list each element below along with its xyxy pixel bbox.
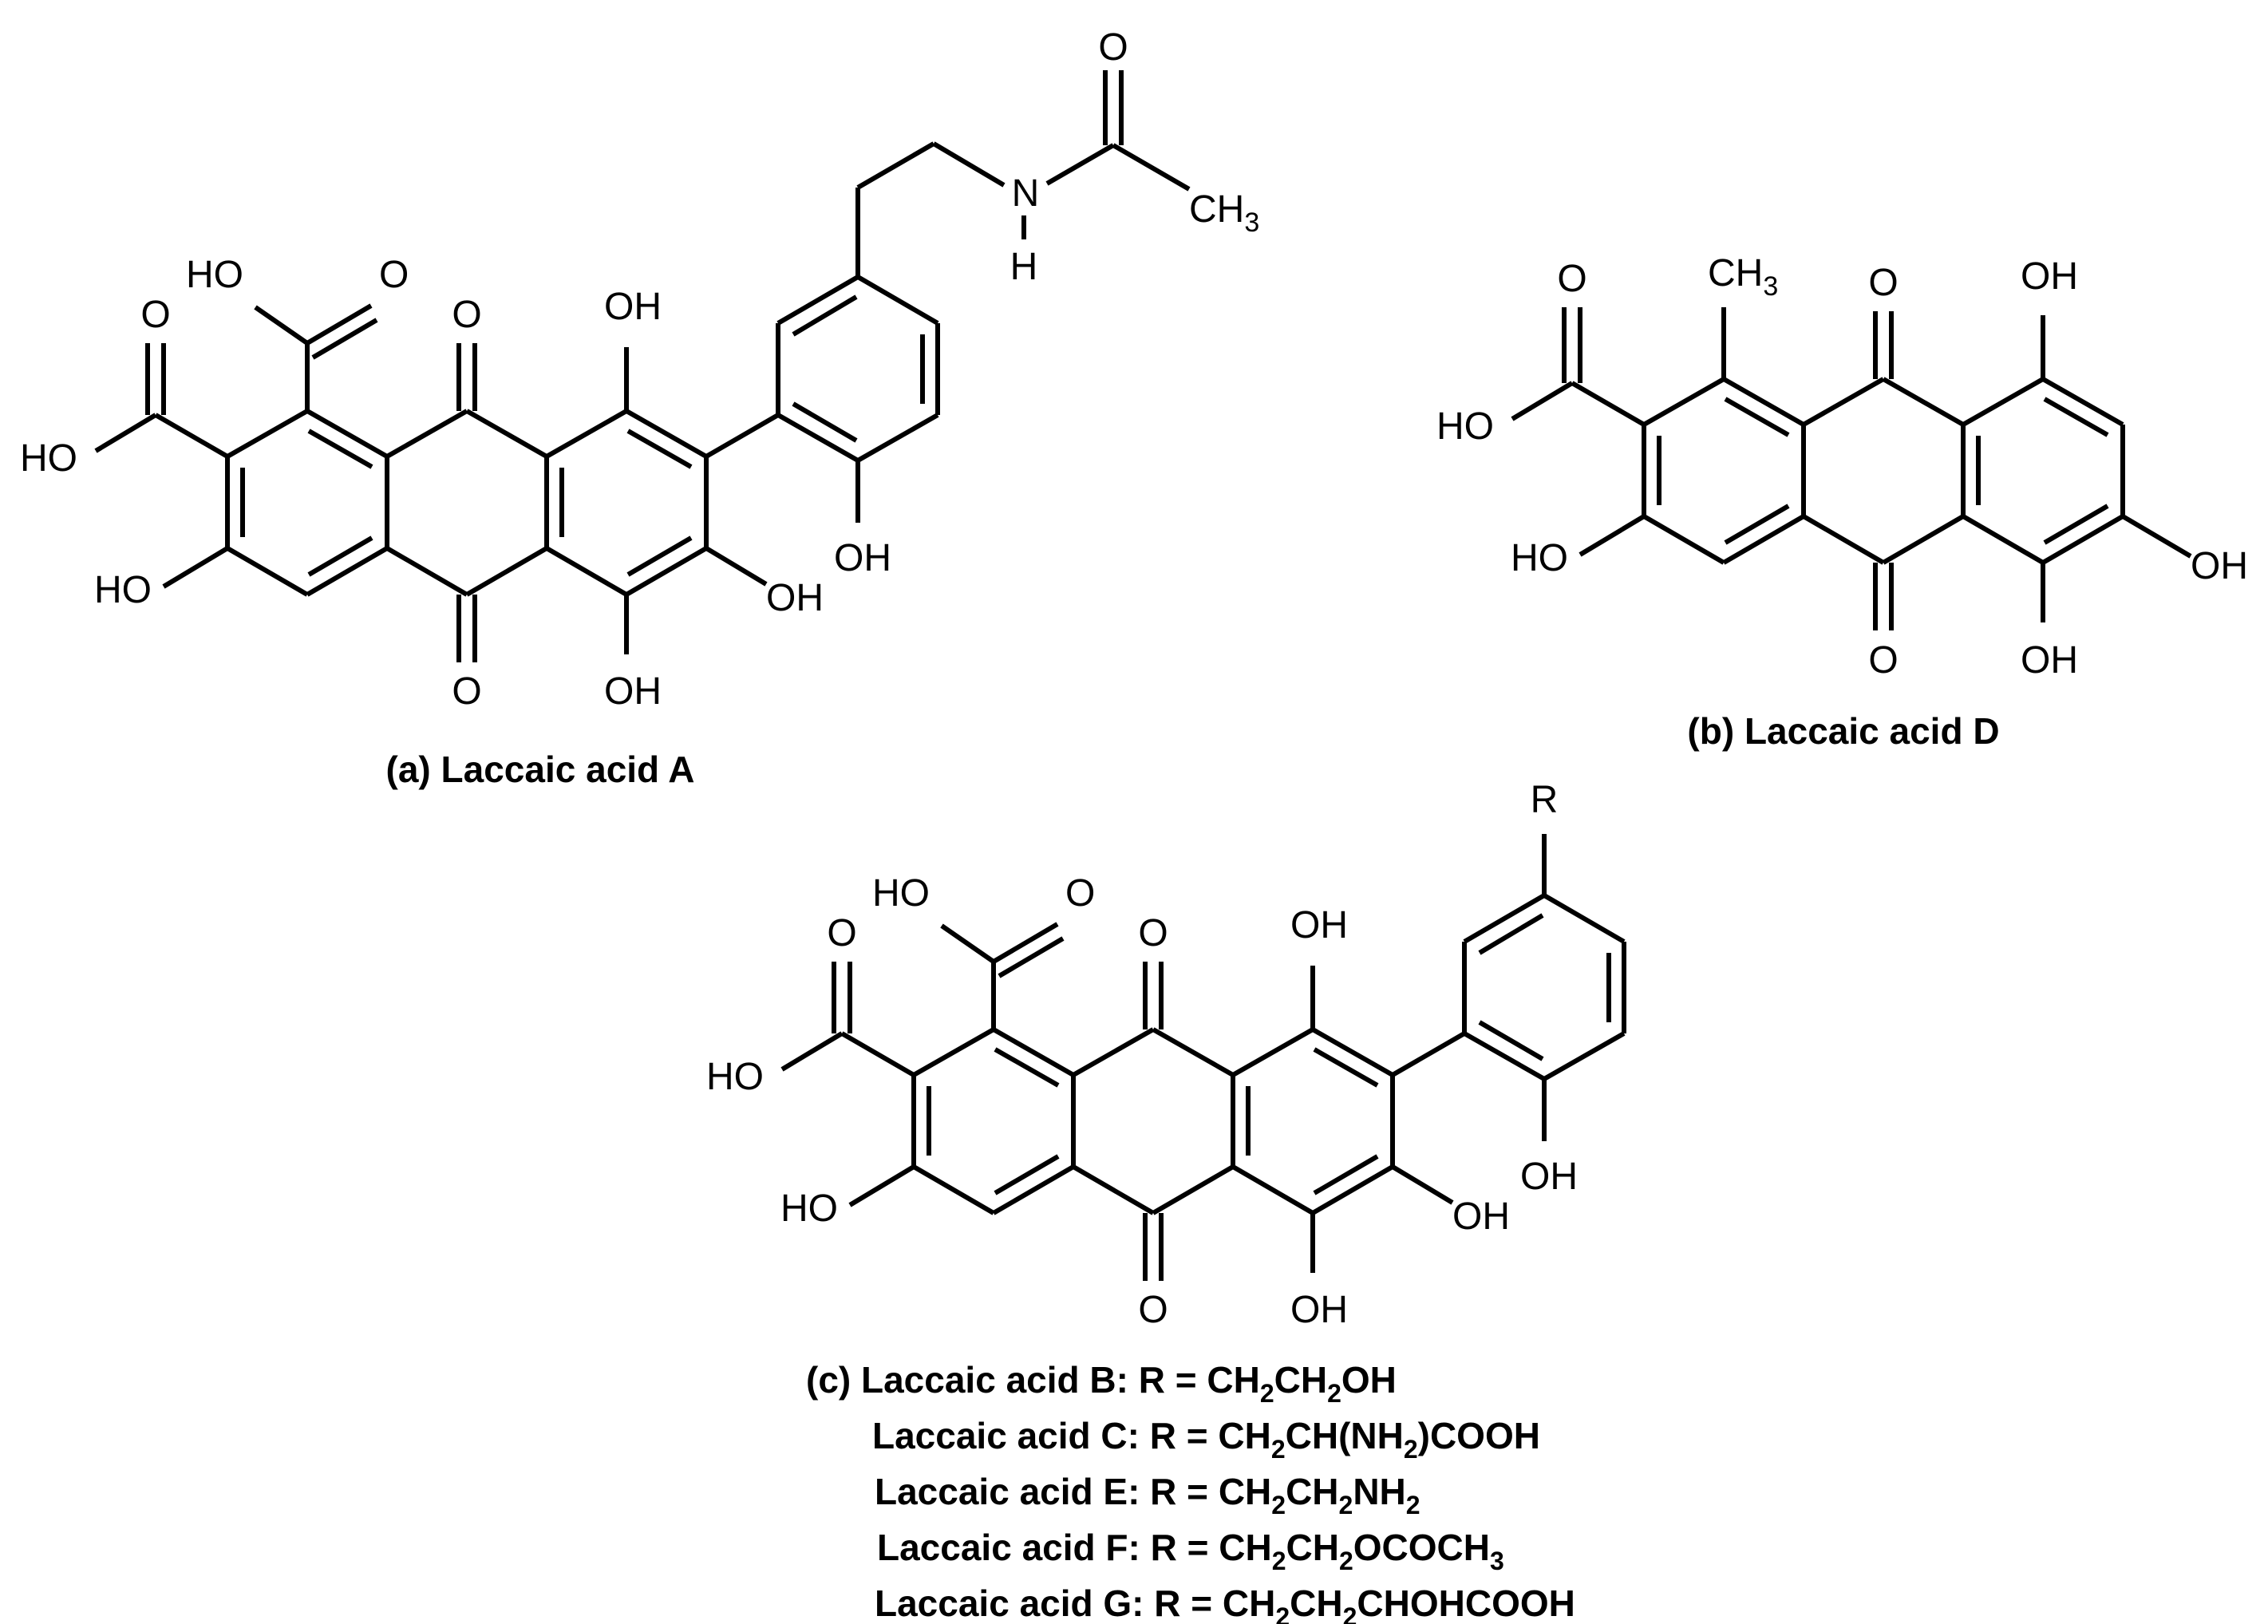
formula-subscript: 2 <box>1271 1435 1286 1464</box>
formula-subscript: 2 <box>1339 1547 1353 1575</box>
caption-laccaic-acid-variants: (c) Laccaic acid B: R = CH2CH2OH Laccaic… <box>806 1359 1575 1624</box>
caption-laccaic-acid-a: (a) Laccaic acid A <box>386 749 695 790</box>
caption-laccaic-acid-d: (b) Laccaic acid D <box>1687 710 1999 752</box>
structure-a-label-ho: HO <box>186 254 243 296</box>
structure-a-atom-labels: HO O O HO O O OH HO OH OH OH N H O CH3 <box>20 26 1259 713</box>
structure-a-label-phenyl-oh: OH <box>834 537 891 579</box>
structure-c-label-ho: HO <box>706 1056 764 1098</box>
structure-a-label-oh: OH <box>604 286 662 328</box>
structure-a-label-o: O <box>140 294 170 336</box>
formula-subscript: 3 <box>1490 1547 1504 1575</box>
structure-a-label-o: O <box>379 254 409 296</box>
formula-subscript: 2 <box>1327 1379 1341 1408</box>
structure-d-atom-labels: O HO CH3 O O OH HO OH OH <box>1436 252 2248 682</box>
formula-part: CH <box>1286 1527 1339 1568</box>
formula-part: CH <box>1219 1527 1271 1568</box>
structure-a-label-ho: HO <box>20 437 77 480</box>
structure-d-label-quinone-o-top: O <box>1868 262 1898 304</box>
structure-c-label-ho: HO <box>872 872 930 915</box>
structure-laccaic-acid-a: HO O O HO O O OH HO OH OH OH N H O CH3 (… <box>20 26 1259 790</box>
structure-d-bonds <box>1511 307 2192 630</box>
structure-laccaic-acid-d: O HO CH3 O O OH HO OH OH (b) Laccaic aci… <box>1436 252 2248 752</box>
caption-line-prefix: Laccaic acid E: R = <box>875 1471 1219 1512</box>
structure-a-label-h: H <box>1010 246 1038 288</box>
formula-part: OH <box>1341 1359 1397 1401</box>
structure-c-bonds <box>780 834 1626 1281</box>
formula-subscript: 2 <box>1275 1602 1290 1624</box>
formula-part: CH <box>1218 1415 1270 1456</box>
structure-a-label-n: N <box>1012 172 1040 215</box>
caption-line-prefix: Laccaic acid G: R = <box>875 1583 1223 1624</box>
structure-c-label-phenyl-oh: OH <box>1520 1156 1578 1198</box>
structure-a-label-ho: HO <box>94 569 152 611</box>
caption-line: Laccaic acid E: R = CH2CH2NH2 <box>875 1471 1420 1519</box>
structure-d-ch3-subscript: 3 <box>1763 271 1778 302</box>
caption-line: Laccaic acid C: R = CH2CH(NH2)COOH <box>872 1415 1540 1464</box>
structure-c-label-quinone-o-bottom: O <box>1138 1289 1168 1331</box>
structure-c-label-o: O <box>827 912 856 954</box>
structure-c-label-quinone-o-top: O <box>1138 912 1168 954</box>
structure-laccaic-acid-general: R HO O O HO O O OH HO OH OH OH (c) Lacca… <box>706 779 1626 1624</box>
structure-d-label-oh: OH <box>2021 639 2078 682</box>
structure-a-label-quinone-o-bottom: O <box>452 670 481 713</box>
structure-d-label-ho: HO <box>1511 537 1568 579</box>
structure-d-label-quinone-o-bottom: O <box>1868 639 1898 682</box>
formula-part: CH <box>1290 1583 1342 1624</box>
structure-c-label-oh: OH <box>1290 1289 1348 1331</box>
structure-a-label-oh: OH <box>604 670 662 713</box>
formula-subscript: 2 <box>1343 1602 1357 1624</box>
formula-part: CHOHCOOH <box>1357 1583 1575 1624</box>
formula-part: CH <box>1223 1583 1275 1624</box>
formula-part: NH <box>1353 1471 1405 1512</box>
formula-subscript: 2 <box>1260 1379 1274 1408</box>
structure-c-atom-labels: R HO O O HO O O OH HO OH OH OH <box>706 779 1578 1331</box>
caption-line-prefix: Laccaic acid C: R = <box>872 1415 1218 1456</box>
formula-subscript: 2 <box>1406 1491 1420 1519</box>
structure-a-label-ch3: CH3 <box>1189 188 1259 238</box>
structure-d-ch3-main: CH <box>1708 252 1763 294</box>
caption-line-prefix: (c) Laccaic acid B: R = <box>806 1359 1207 1401</box>
formula-part: OCOCH <box>1353 1527 1490 1568</box>
structure-a-bonds <box>94 70 1191 662</box>
structure-d-label-acid-ho: HO <box>1436 405 1494 448</box>
structure-c-label-oh: OH <box>1290 904 1348 946</box>
formula-part: CH <box>1274 1359 1327 1401</box>
formula-part: CH <box>1219 1471 1271 1512</box>
structure-c-label-ho: HO <box>780 1187 838 1230</box>
formula-subscript: 2 <box>1339 1491 1353 1519</box>
formula-subscript: 2 <box>1404 1435 1418 1464</box>
caption-line: (c) Laccaic acid B: R = CH2CH2OH <box>806 1359 1397 1408</box>
caption-line-prefix: Laccaic acid F: R = <box>877 1527 1219 1568</box>
structure-a-label-oh: OH <box>766 577 824 619</box>
structure-c-label-oh: OH <box>1452 1195 1510 1238</box>
structure-a-label-quinone-o-top: O <box>452 294 481 336</box>
formula-subscript: 2 <box>1272 1547 1286 1575</box>
formula-part: CH <box>1207 1359 1259 1401</box>
structure-c-label-o: O <box>1065 872 1095 915</box>
formula-part: CH <box>1286 1471 1338 1512</box>
formula-part: )COOH <box>1418 1415 1540 1456</box>
structure-c-label-r: R <box>1531 779 1559 821</box>
formula-subscript: 2 <box>1271 1491 1286 1519</box>
formula-part: CH(NH <box>1286 1415 1404 1456</box>
caption-line: Laccaic acid G: R = CH2CH2CHOHCOOH <box>875 1583 1575 1624</box>
structure-d-label-acid-o: O <box>1557 258 1586 300</box>
structure-a-label-carbonyl-o: O <box>1098 26 1128 69</box>
structure-d-label-oh: OH <box>2191 545 2248 587</box>
structure-d-label-oh: OH <box>2021 255 2078 298</box>
structure-a-ch3-main: CH <box>1189 188 1244 231</box>
caption-line: Laccaic acid F: R = CH2CH2OCOCH3 <box>877 1527 1504 1575</box>
structure-a-ch3-subscript: 3 <box>1244 207 1259 238</box>
structure-d-label-ch3: CH3 <box>1708 252 1778 302</box>
